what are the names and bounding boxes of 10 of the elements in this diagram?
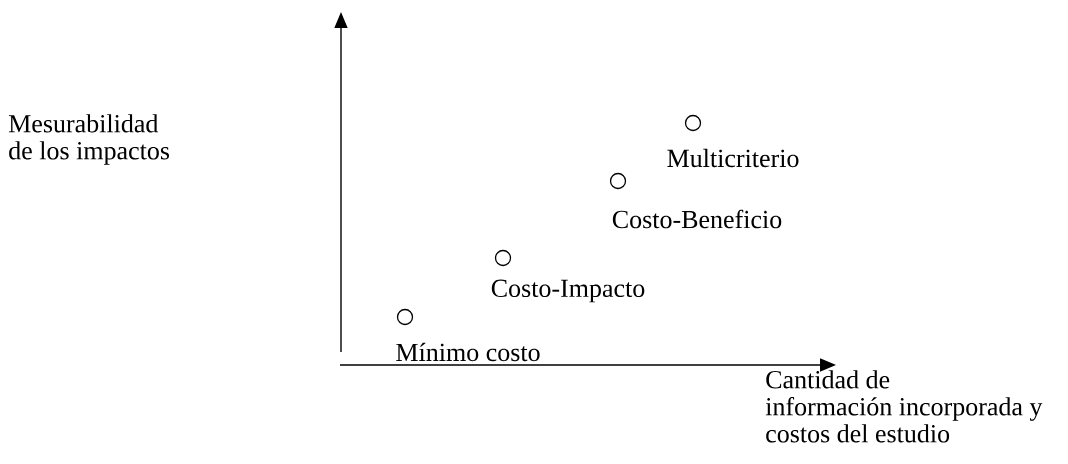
axis-label: Cantidad de información incorporada y costos del estudio [765,370,1043,443]
point-label: Mínimo costo [396,342,540,362]
point-label: Costo-Beneficio [612,209,782,229]
point-label: Costo-Impacto [491,279,645,303]
axis-label: Mesurabilidad de los impactos [8,114,170,165]
point-marker [396,308,414,326]
point-marker [609,172,627,190]
point-marker [494,249,512,267]
point-marker [684,114,702,132]
point-label: Multicriterio [667,148,799,168]
